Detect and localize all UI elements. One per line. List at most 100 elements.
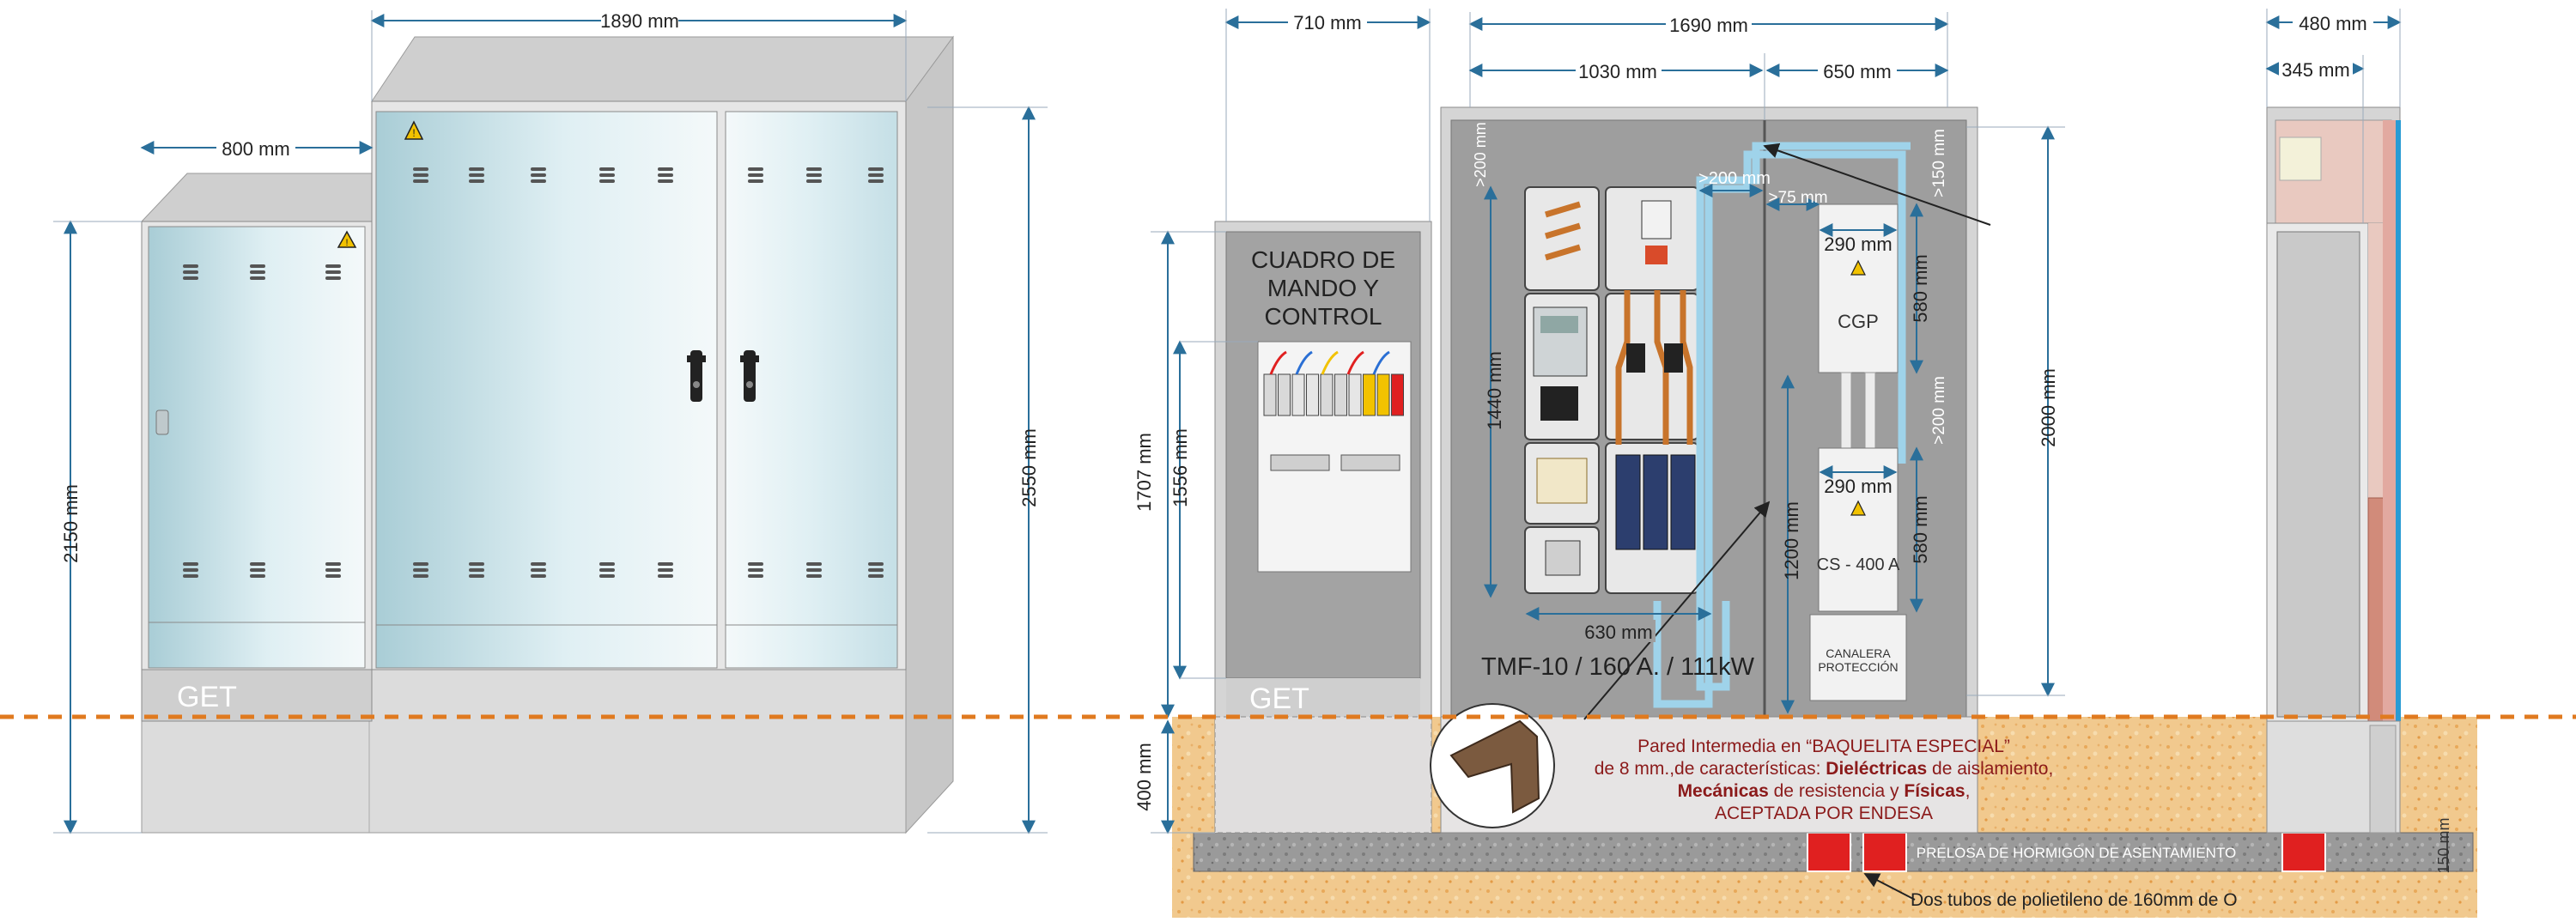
dim-400-label: 400 mm	[1133, 743, 1155, 810]
iso-big-door-left	[375, 111, 718, 669]
dim-1707-label: 1707 mm	[1133, 433, 1155, 512]
dim-2150-label: 2150 mm	[60, 484, 82, 563]
vent-slot	[658, 173, 673, 177]
vent-slot	[599, 574, 615, 578]
side-view: 480 mm 345 mm 150 mm	[2265, 9, 2452, 874]
breaker-module	[1320, 373, 1334, 416]
vent-slot	[183, 264, 198, 268]
dim-1200-label: 1200 mm	[1781, 501, 1802, 580]
note-line-1: Pared Intermedia en “BAQUELITA ESPECIAL”	[1637, 737, 2010, 756]
note-line-3: Mecánicas de resistencia y Físicas,	[1678, 781, 1971, 801]
breaker-module	[1363, 373, 1376, 416]
vent-slot	[806, 179, 822, 183]
vent-slot	[250, 574, 265, 578]
cuadro-label-3: CONTROL	[1265, 303, 1382, 330]
vent-slot	[250, 270, 265, 274]
vent-slot	[748, 173, 763, 177]
vent-slot	[183, 568, 198, 572]
vent-slot	[658, 562, 673, 566]
vent-slot	[531, 568, 546, 572]
breaker-module	[1348, 373, 1362, 416]
gap-150-label: >150 mm	[1930, 129, 1948, 197]
iso-small-top	[140, 173, 373, 222]
dim-580-cgp-label: 580 mm	[1910, 254, 1931, 322]
vent-slot	[748, 179, 763, 183]
vent-slot	[658, 167, 673, 171]
control-breakers	[1263, 350, 1404, 416]
iso-small-warning-icon	[337, 230, 357, 248]
vent-slot	[599, 173, 615, 177]
note-line-2: de 8 mm.,de características: Dieléctrica…	[1595, 759, 2054, 779]
vent-slot	[531, 167, 546, 171]
iso-vent-grilles	[183, 167, 884, 578]
bakelite-note: Pared Intermedia en “BAQUELITA ESPECIAL”…	[1595, 737, 2054, 823]
vent-slot	[599, 167, 615, 171]
dim-290-cs-label: 290 mm	[1824, 476, 1892, 497]
dim-2000-label: 2000 mm	[2038, 368, 2059, 447]
vent-slot	[469, 173, 484, 177]
gap-200-mid-label: >200 mm	[1930, 376, 1948, 445]
vent-slot	[325, 574, 341, 578]
cuadro-label-2: MANDO Y	[1267, 275, 1379, 301]
dim-710-label: 710 mm	[1293, 12, 1361, 33]
iso-small-door	[148, 226, 366, 669]
dim-1440-label: 1440 mm	[1484, 351, 1505, 430]
cgp-label: CGP	[1838, 311, 1879, 332]
vent-slot	[250, 562, 265, 566]
vent-slot	[806, 562, 822, 566]
vent-slot	[806, 173, 822, 177]
vent-slot	[325, 562, 341, 566]
breaker-module	[1263, 373, 1277, 416]
dim-1890-label: 1890 mm	[600, 10, 679, 32]
vent-slot	[325, 568, 341, 572]
canalera-box	[1809, 614, 1907, 701]
duct-3-icon	[2281, 832, 2326, 872]
dim-650-label: 650 mm	[1823, 61, 1891, 82]
vent-slot	[325, 264, 341, 268]
front-view: PRELOSA DE HORMIGÓN DE ASENTAMIENTO Dos …	[1133, 9, 2477, 918]
svg-text:!: !	[345, 238, 348, 248]
bakelite-detail-icon	[1430, 703, 1555, 828]
vent-slot	[806, 167, 822, 171]
iso-big-side	[905, 35, 954, 834]
vent-slot	[868, 167, 884, 171]
breaker-module	[1376, 373, 1390, 416]
duct-1-icon	[1807, 832, 1851, 872]
cuadro-label-1: CUADRO DE	[1251, 246, 1395, 273]
tmf-label: TMF-10 / 160 A. / 111kW	[1481, 653, 1755, 681]
canalera-label-1: CANALERA	[1826, 646, 1891, 660]
dim-1690-label: 1690 mm	[1669, 15, 1748, 36]
dim-630-label: 630 mm	[1584, 622, 1652, 643]
dim-580-cs-label: 580 mm	[1910, 495, 1931, 563]
cs-warning-icon	[1850, 500, 1866, 516]
vent-slot	[413, 167, 428, 171]
vent-slot	[658, 574, 673, 578]
vent-slot	[325, 276, 341, 280]
vent-slot	[413, 574, 428, 578]
vent-slot	[599, 562, 615, 566]
vent-slot	[531, 173, 546, 177]
vent-slot	[868, 562, 884, 566]
vent-slot	[658, 179, 673, 183]
meter-modules	[1524, 186, 1699, 594]
vent-slot	[531, 562, 546, 566]
vent-slot	[868, 568, 884, 572]
dim-480-label: 480 mm	[2299, 13, 2366, 34]
breaker-module	[1334, 373, 1347, 416]
vent-slot	[469, 568, 484, 572]
dim-800-label: 800 mm	[222, 138, 289, 160]
vent-slot	[413, 568, 428, 572]
gap-200-left-label: >200 mm	[1472, 122, 1489, 187]
iso-door-handle-icon	[687, 350, 706, 402]
note-line-4: ACEPTADA POR ENDESA	[1715, 804, 1933, 823]
vent-slot	[748, 568, 763, 572]
duct-2-icon	[1862, 832, 1907, 872]
vent-slot	[868, 173, 884, 177]
iso-view: ! ! GET 1890 mm 800 mm	[53, 9, 1048, 834]
iso-door-handle-icon	[740, 350, 759, 402]
breaker-module	[1391, 373, 1404, 416]
vent-slot	[599, 179, 615, 183]
svg-text:!: !	[412, 127, 415, 139]
vent-slot	[806, 568, 822, 572]
